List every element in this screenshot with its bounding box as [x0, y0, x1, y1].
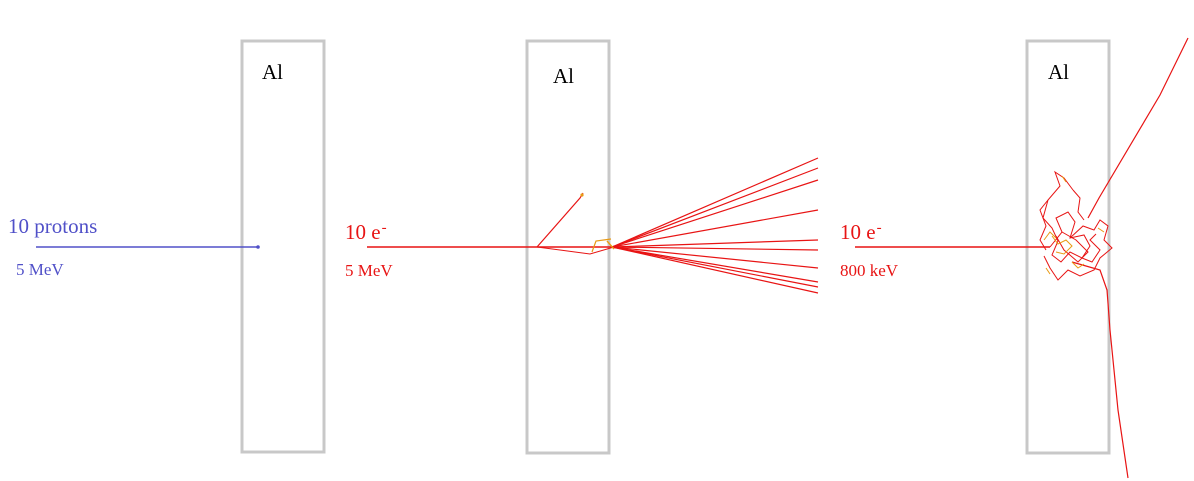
panel-electrons-800kev: Al 10 e- 800 keV [840, 38, 1188, 478]
cluster-track [1040, 200, 1048, 250]
exit-track [612, 247, 818, 293]
cluster-track [1052, 236, 1072, 254]
cluster-track [1046, 268, 1050, 274]
beam-count-label: 10 e- [840, 220, 882, 244]
slab-material-label: Al [262, 60, 283, 84]
transmitted-escape-track [1072, 262, 1128, 478]
transmitted-fan [612, 158, 818, 293]
slab-material-label: Al [553, 64, 574, 88]
charge-sign: - [877, 220, 882, 236]
panel-protons: Al 10 protons 5 MeV [8, 41, 324, 452]
backscatter-escape-track [1088, 38, 1188, 218]
beam-count-label: 10 e- [345, 220, 387, 244]
exit-track [612, 158, 818, 247]
exit-track [612, 180, 818, 247]
charge-sign: - [382, 220, 387, 236]
exit-track [612, 247, 818, 287]
backscatter-track [537, 193, 583, 247]
scatter-track [537, 247, 614, 254]
secondary-dot [580, 193, 583, 196]
beam-energy-label: 800 keV [840, 261, 899, 280]
beam-count-text: 10 e [840, 220, 876, 244]
panel-electrons-5mev: Al 10 e- 5 MeV [345, 41, 818, 453]
proton-stop-point [256, 245, 260, 249]
beam-count-label: 10 protons [8, 214, 97, 238]
slab-material-label: Al [1048, 60, 1069, 84]
beam-count-text: 10 e [345, 220, 381, 244]
beam-energy-label: 5 MeV [16, 260, 64, 279]
cluster-track [1098, 228, 1104, 232]
cluster-track [1073, 190, 1084, 220]
beam-energy-label: 5 MeV [345, 261, 393, 280]
cluster-track [1043, 172, 1073, 241]
exit-track [612, 168, 818, 247]
scattering-cluster [1040, 172, 1112, 280]
cluster-track [1062, 176, 1066, 182]
